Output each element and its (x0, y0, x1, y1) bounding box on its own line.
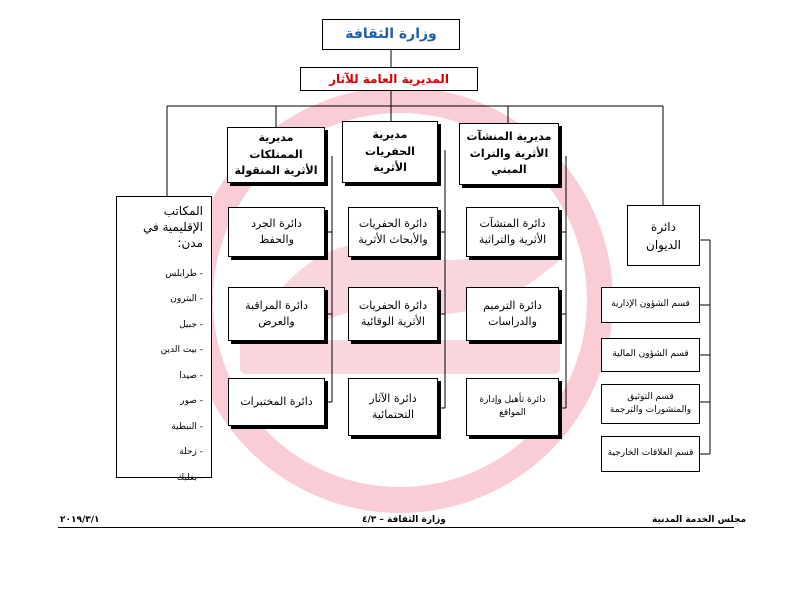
list-item: - صور (180, 396, 203, 407)
directorate-excavations-box: مديرية الحفريات الأثرية (342, 121, 438, 183)
dept-underwater-label: دائرة الآثار التحتمائية (369, 391, 417, 422)
list-item: - زحلة (179, 447, 203, 458)
footer-page: وزارة الثقافة – ٤/٣ (362, 515, 446, 525)
general-directorate-box: المديرية العامة للآثار (300, 67, 478, 91)
dept-restoration-box: دائرة الترميم والدراسات (466, 287, 559, 341)
regional-offices-title: المكاتب الإقليمية في مدن: (142, 204, 203, 251)
dept-installations-label: دائرة المنشآت الأثرية والتراثية (478, 216, 547, 247)
ministry-title: وزارة الثقافة (345, 26, 437, 42)
list-item: - صيدا (179, 370, 203, 381)
diwan-section-admin-box: قسم الشؤون الإدارية (601, 287, 700, 323)
dept-underwater-box: دائرة الآثار التحتمائية (348, 378, 438, 436)
dept-excav-research-label: دائرة الحفريات والأبحاث الأثرية (358, 216, 428, 247)
list-item: - النبطية (171, 421, 203, 432)
dept-restoration-label: دائرة الترميم والدراسات (483, 298, 542, 329)
dept-monitoring-label: دائرة المراقبة والعرض (245, 298, 308, 329)
directorate-movable-label: مديرية الممتلكات الأثرية المنقولة (234, 131, 318, 178)
diwan-title: دائرة الديوان (646, 219, 681, 252)
directorate-excavations-label: مديرية الحفريات الأثرية (365, 128, 415, 175)
list-item: - طرابلس (165, 268, 203, 279)
diwan-section-finance: قسم الشؤون المالية (612, 349, 689, 360)
diwan-section-finance-box: قسم الشؤون المالية (601, 338, 700, 372)
diwan-section-foreign-box: قسم العلاقات الخارجية (601, 436, 700, 472)
dept-installations-box: دائرة المنشآت الأثرية والتراثية (466, 207, 559, 257)
directorate-buildings-box: مديرية المنشآت الأثرية والتراث المبني (459, 123, 559, 185)
list-item: - بيت الدين (160, 345, 203, 356)
dept-excav-preventive-label: دائرة الحفريات الأثرية الوقائية (358, 298, 428, 329)
diwan-section-docs-box: قسم التوثيق والمنشورات والترجمة (601, 384, 700, 424)
diwan-section-admin: قسم الشؤون الإدارية (611, 299, 690, 310)
dept-sites-box: دائرة تأهيل وإدارة المواقع (466, 378, 559, 436)
dept-inventory-label: دائرة الجرد والحفظ (251, 216, 302, 247)
ministry-box: وزارة الثقافة (322, 19, 460, 50)
diwan-box: دائرة الديوان (627, 205, 700, 266)
footer-org: مجلس الخدمة المدنية (652, 515, 747, 525)
regional-offices-box: المكاتب الإقليمية في مدن: - طرابلس - الب… (116, 196, 212, 483)
dept-labs-label: دائرة المختبرات (240, 394, 313, 408)
footer-divider (58, 527, 734, 528)
regional-cities-list: - طرابلس - البترون - جبيل - بيت الدين - … (125, 262, 203, 492)
dept-excav-research-box: دائرة الحفريات والأبحاث الأثرية (348, 207, 438, 257)
diwan-section-foreign: قسم العلاقات الخارجية (607, 448, 694, 459)
footer-date: ٢٠١٩/٣/١ (60, 515, 100, 525)
list-item: - البترون (170, 294, 203, 305)
dept-sites-label: دائرة تأهيل وإدارة المواقع (479, 394, 546, 419)
general-directorate-title: المديرية العامة للآثار (329, 72, 449, 86)
diwan-section-docs: قسم التوثيق والمنشورات والترجمة (609, 391, 692, 416)
list-item: - بعلبك (176, 472, 203, 483)
directorate-buildings-label: مديرية المنشآت الأثرية والتراث المبني (466, 130, 552, 177)
directorate-movable-box: مديرية الممتلكات الأثرية المنقولة (227, 127, 325, 183)
dept-labs-box: دائرة المختبرات (228, 378, 325, 426)
dept-inventory-box: دائرة الجرد والحفظ (228, 207, 325, 257)
dept-monitoring-box: دائرة المراقبة والعرض (228, 287, 325, 341)
dept-excav-preventive-box: دائرة الحفريات الأثرية الوقائية (348, 287, 438, 341)
list-item: - جبيل (179, 319, 203, 330)
